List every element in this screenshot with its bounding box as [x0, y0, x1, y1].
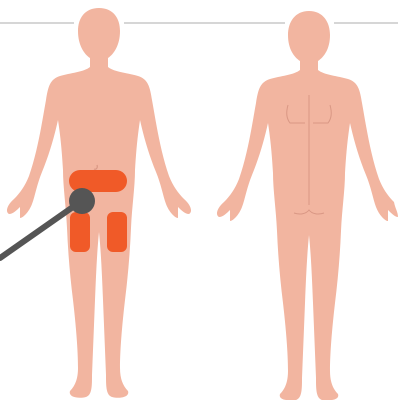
- front-body-figure: [7, 8, 191, 398]
- injection-site-left-thigh: [70, 212, 90, 252]
- front-body-silhouette: [7, 8, 191, 398]
- back-body-silhouette: [217, 11, 398, 400]
- back-body-figure: [217, 11, 398, 400]
- injection-site-abdomen: [69, 170, 127, 192]
- injection-site-right-thigh: [107, 212, 127, 252]
